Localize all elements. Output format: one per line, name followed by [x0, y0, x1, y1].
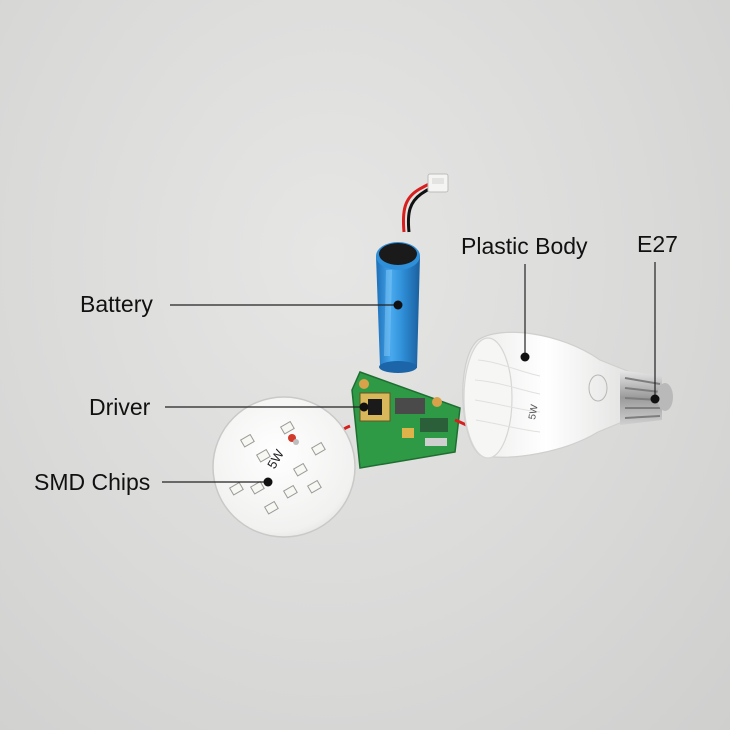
e27-base [620, 370, 673, 425]
battery-label: Battery [80, 291, 153, 317]
led-board: 5W [212, 396, 356, 538]
driver-board [351, 371, 461, 469]
leader-dots [263, 300, 660, 487]
driver-label: Driver [89, 394, 151, 420]
smd-chips-label: SMD Chips [34, 469, 151, 495]
battery [376, 242, 420, 373]
leader-lines [162, 262, 656, 483]
bulb-wattage-print: 5W [527, 403, 541, 420]
plastic-body-label: Plastic Body [461, 233, 588, 259]
plastic-body: 5W [462, 331, 631, 459]
battery-wires [401, 173, 449, 233]
e27-label: E27 [637, 231, 678, 257]
